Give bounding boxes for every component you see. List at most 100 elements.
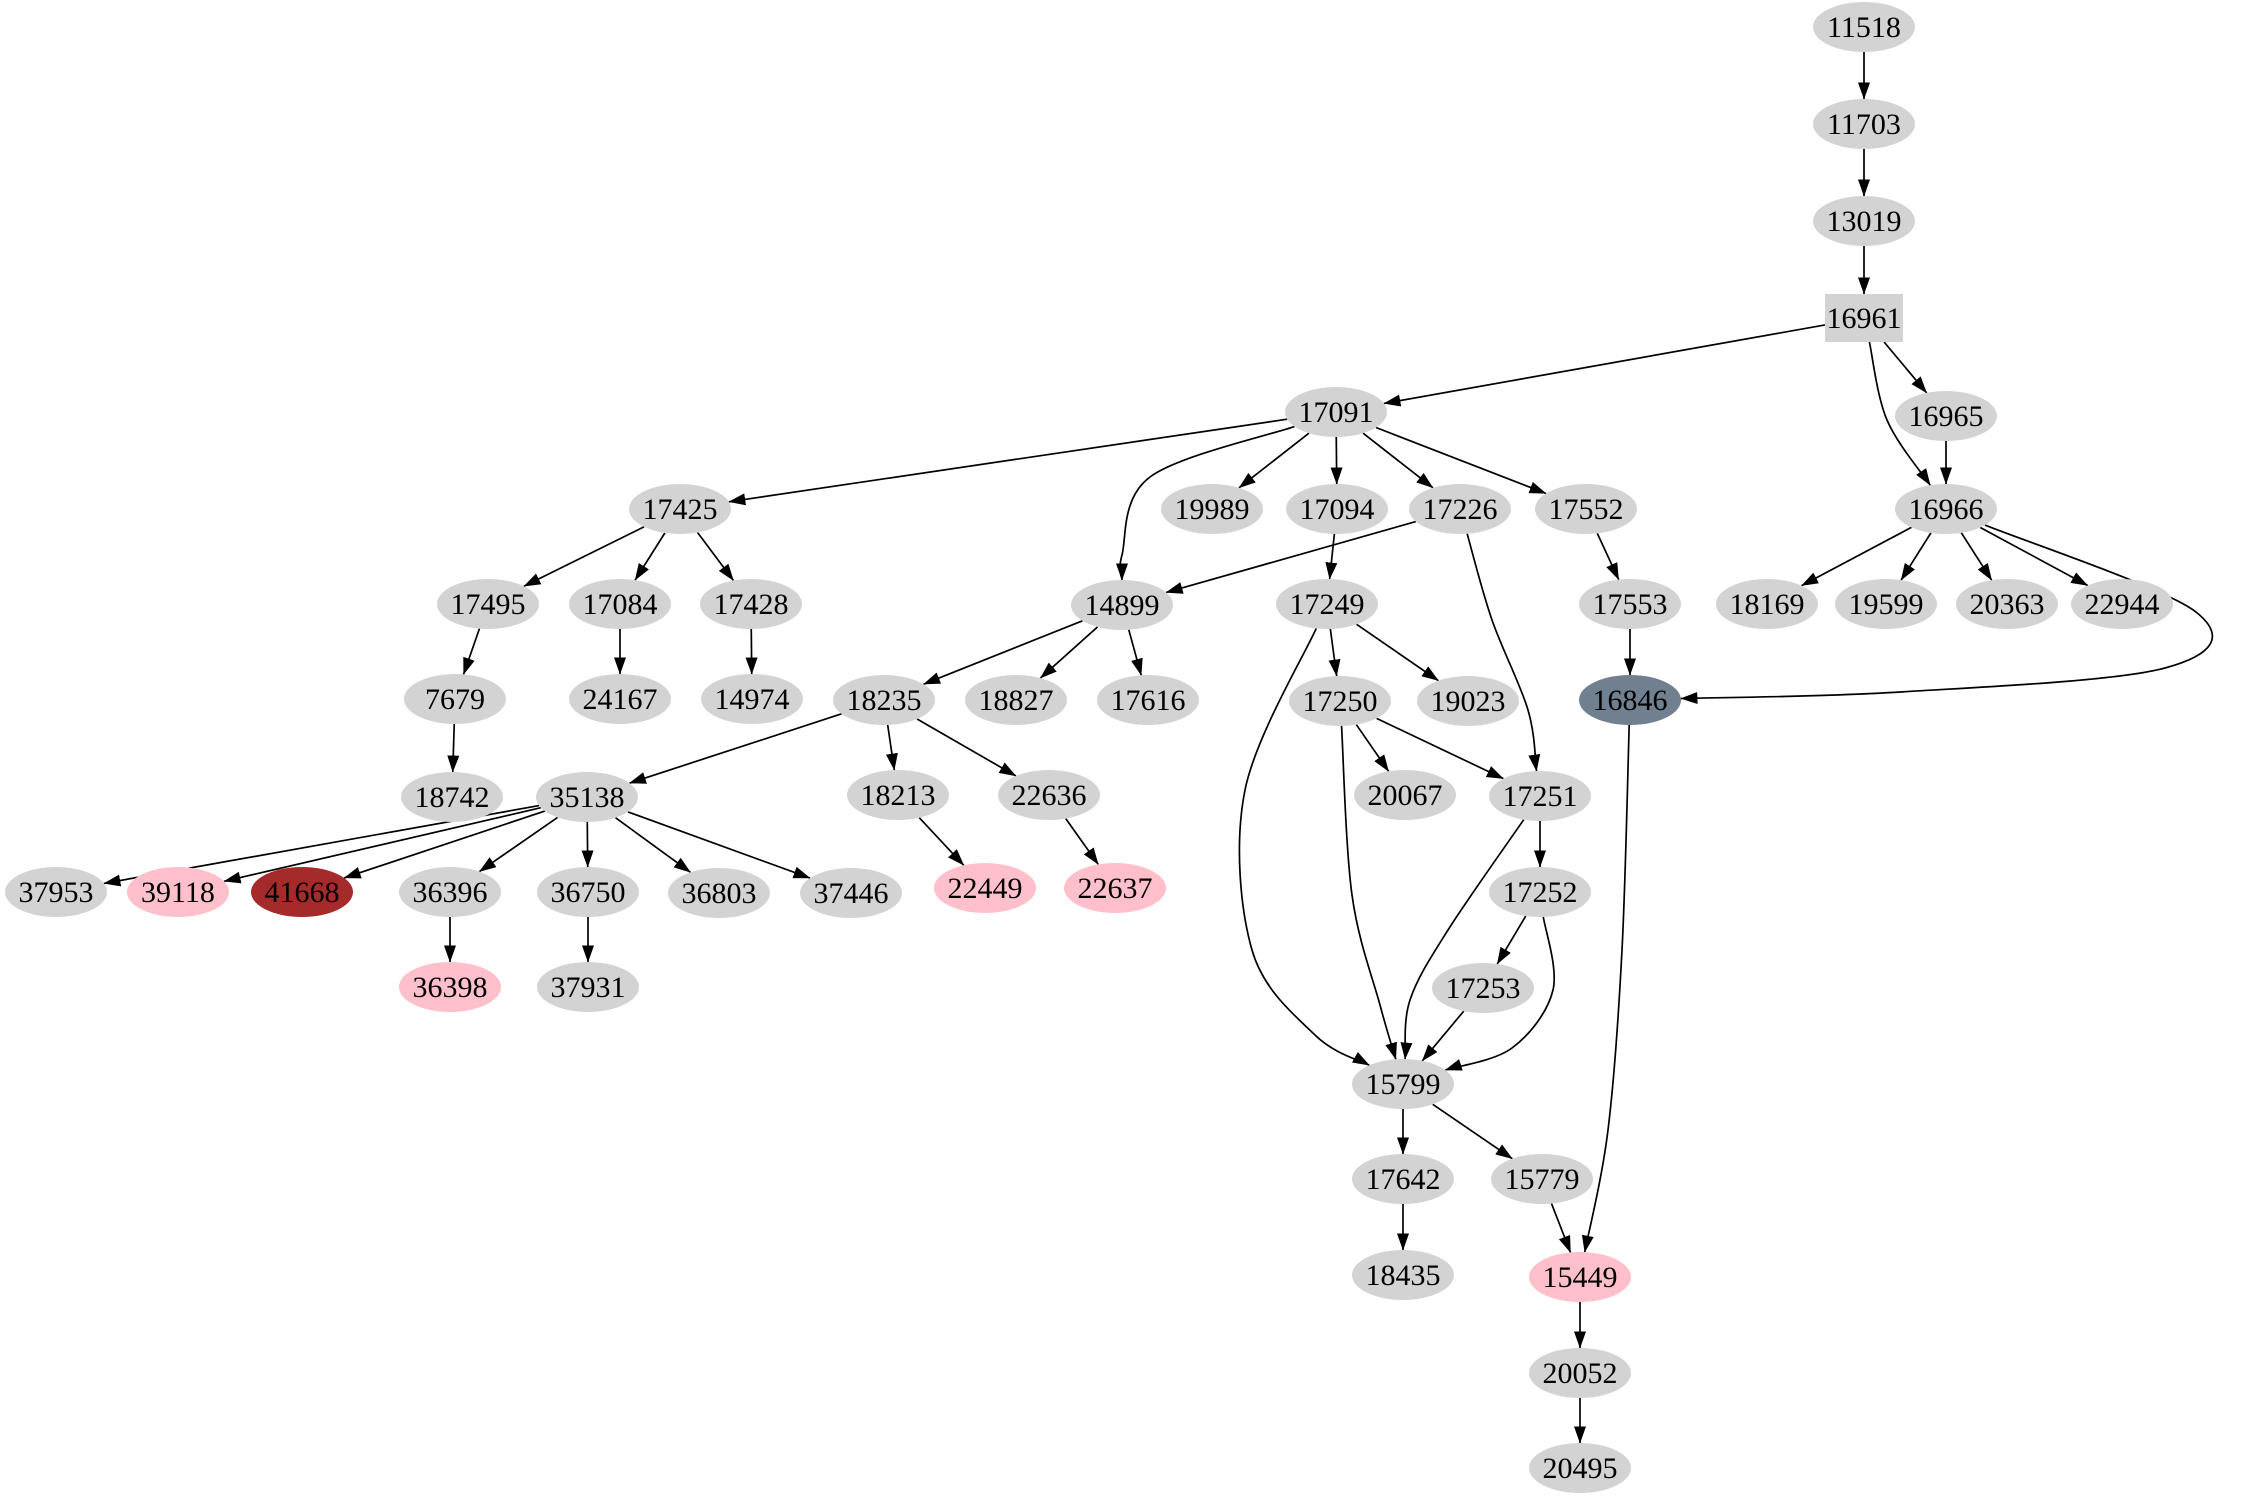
node-label-18235: 18235 (847, 684, 922, 717)
edge-35138-39118 (223, 806, 542, 884)
node-label-17251: 17251 (1503, 780, 1578, 813)
node-ellipse-11703 (1813, 99, 1915, 149)
node-35138: 35138 (536, 772, 638, 822)
node-17552: 17552 (1535, 484, 1637, 534)
node-label-16961: 16961 (1827, 302, 1902, 335)
node-label-37931: 37931 (551, 971, 626, 1004)
node-36803: 36803 (668, 868, 770, 918)
node-ellipse-17616 (1097, 675, 1199, 725)
node-label-22636: 22636 (1012, 779, 1087, 812)
node-14974: 14974 (701, 674, 803, 724)
node-label-18742: 18742 (415, 781, 490, 814)
edge-18235-18213 (885, 724, 898, 771)
edge-17425-17495 (523, 525, 645, 588)
edge-17249-17250 (1328, 628, 1341, 677)
node-label-36750: 36750 (551, 876, 626, 909)
node-label-17642: 17642 (1366, 1163, 1441, 1196)
node-ellipse-24167 (569, 674, 671, 724)
node-ellipse-17252 (1489, 867, 1591, 917)
node-ellipse-11518 (1813, 2, 1915, 52)
node-ellipse-41668 (251, 867, 353, 917)
node-label-17616: 17616 (1111, 684, 1186, 717)
edge-16961-17091 (1383, 324, 1826, 407)
edge-15799-15779 (1432, 1103, 1513, 1160)
edge-35138-36803 (615, 817, 691, 873)
node-ellipse-14974 (701, 674, 803, 724)
node-15449: 15449 (1529, 1252, 1631, 1302)
node-ellipse-19989 (1161, 484, 1263, 534)
node-label-17094: 17094 (1300, 493, 1375, 526)
node-label-37446: 37446 (814, 877, 889, 910)
edge-17249-19023 (1356, 623, 1439, 682)
node-39118: 39118 (127, 867, 229, 917)
node-ellipse-15799 (1352, 1059, 1454, 1109)
node-label-41668: 41668 (265, 876, 340, 909)
edge-14899-18235 (923, 619, 1083, 686)
node-ellipse-17249 (1276, 579, 1378, 629)
node-ellipse-36398 (399, 962, 501, 1012)
node-label-17253: 17253 (1446, 972, 1521, 1005)
node-label-18169: 18169 (1730, 588, 1805, 621)
node-ellipse-16966 (1895, 484, 1997, 534)
edge-17249-15799 (1238, 628, 1370, 1066)
edge-16961-16965 (1883, 341, 1928, 394)
node-11518: 11518 (1813, 2, 1915, 52)
edge-17091-14899 (1115, 425, 1295, 581)
node-label-36396: 36396 (413, 876, 488, 909)
node-label-36803: 36803 (682, 877, 757, 910)
node-ellipse-17642 (1352, 1154, 1454, 1204)
node-ellipse-17552 (1535, 484, 1637, 534)
edge-16846-15449 (1581, 724, 1631, 1253)
node-label-22449: 22449 (948, 872, 1023, 905)
edge-17226-17251 (1466, 533, 1541, 772)
node-label-14974: 14974 (715, 683, 790, 716)
node-label-13019: 13019 (1827, 205, 1902, 238)
node-18435: 18435 (1352, 1250, 1454, 1300)
node-36398: 36398 (399, 962, 501, 1012)
node-17251: 17251 (1489, 771, 1591, 821)
edge-35138-37446 (627, 811, 811, 879)
edge-17226-14899 (1165, 520, 1417, 594)
edge-18213-22449 (918, 817, 965, 866)
node-41668: 41668 (251, 867, 353, 917)
node-label-18435: 18435 (1366, 1259, 1441, 1292)
edge-18235-35138 (628, 713, 842, 784)
node-ellipse-17495 (437, 579, 539, 629)
edge-17250-15799 (1340, 725, 1397, 1060)
node-18742: 18742 (401, 772, 503, 822)
edge-17552-17553 (1596, 533, 1620, 581)
node-16846: 16846 (1579, 675, 1681, 725)
node-17553: 17553 (1579, 579, 1681, 629)
node-37953: 37953 (5, 867, 107, 917)
node-label-17495: 17495 (451, 588, 526, 621)
node-label-37953: 37953 (19, 876, 94, 909)
node-label-15449: 15449 (1543, 1261, 1618, 1294)
edge-16966-19599 (1900, 532, 1932, 581)
node-ellipse-18435 (1352, 1250, 1454, 1300)
node-ellipse-39118 (127, 867, 229, 917)
edge-7679-18742 (447, 723, 460, 773)
node-37446: 37446 (800, 868, 902, 918)
node-label-17252: 17252 (1503, 876, 1578, 909)
node-ellipse-18742 (401, 772, 503, 822)
edge-17091-17226 (1362, 432, 1434, 489)
node-label-20363: 20363 (1970, 588, 2045, 621)
edge-14899-18827 (1039, 626, 1099, 679)
node-18169: 18169 (1716, 579, 1818, 629)
edge-17251-15799 (1400, 819, 1525, 1060)
edge-17495-7679 (462, 628, 481, 675)
node-label-17084: 17084 (583, 588, 658, 621)
node-ellipse-17253 (1432, 963, 1534, 1013)
node-16961: 16961 (1825, 294, 1903, 342)
edge-16961-16966 (1868, 341, 1931, 486)
node-17084: 17084 (569, 579, 671, 629)
node-24167: 24167 (569, 674, 671, 724)
edge-16966-20363 (1960, 532, 1993, 581)
node-19023: 19023 (1417, 676, 1519, 726)
node-ellipse-20052 (1529, 1348, 1631, 1398)
node-ellipse-19599 (1835, 579, 1937, 629)
edge-15779-15449 (1550, 1203, 1572, 1253)
node-17495: 17495 (437, 579, 539, 629)
node-ellipse-22944 (2071, 579, 2173, 629)
